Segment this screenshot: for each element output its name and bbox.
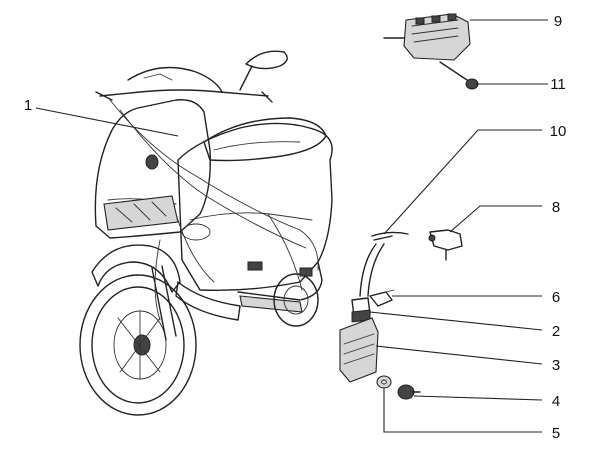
leader-3 [375,345,543,365]
part-washer [376,375,392,389]
part-number-labels: 1 9 11 10 8 6 2 3 4 5 [24,13,567,442]
label-part-8: 8 [552,199,560,216]
label-part-9: 9 [554,13,562,30]
part-ht-lead [359,231,409,297]
part-regulator [383,13,471,61]
label-part-3: 3 [552,357,560,374]
label-part-6: 6 [552,289,560,306]
part-bolt [397,384,421,400]
leader-8 [449,205,542,233]
label-part-5: 5 [552,425,560,442]
label-part-10: 10 [550,123,567,140]
part-plug-cap [428,229,463,261]
part-coil [339,317,379,383]
label-part-1: 1 [24,97,32,114]
leader-10 [383,129,542,235]
label-part-2: 2 [552,323,560,340]
label-part-4: 4 [552,393,560,410]
part-cap [351,297,371,323]
leader-2 [369,311,543,331]
leader-lines [35,19,548,433]
part-connector [369,289,395,307]
leader-4 [413,395,543,401]
scooter-illustration [79,50,333,416]
part-screw [439,61,479,90]
front-wheel [79,274,197,416]
leader-5 [383,388,542,433]
label-part-11: 11 [550,76,566,93]
leader-1 [35,107,179,137]
